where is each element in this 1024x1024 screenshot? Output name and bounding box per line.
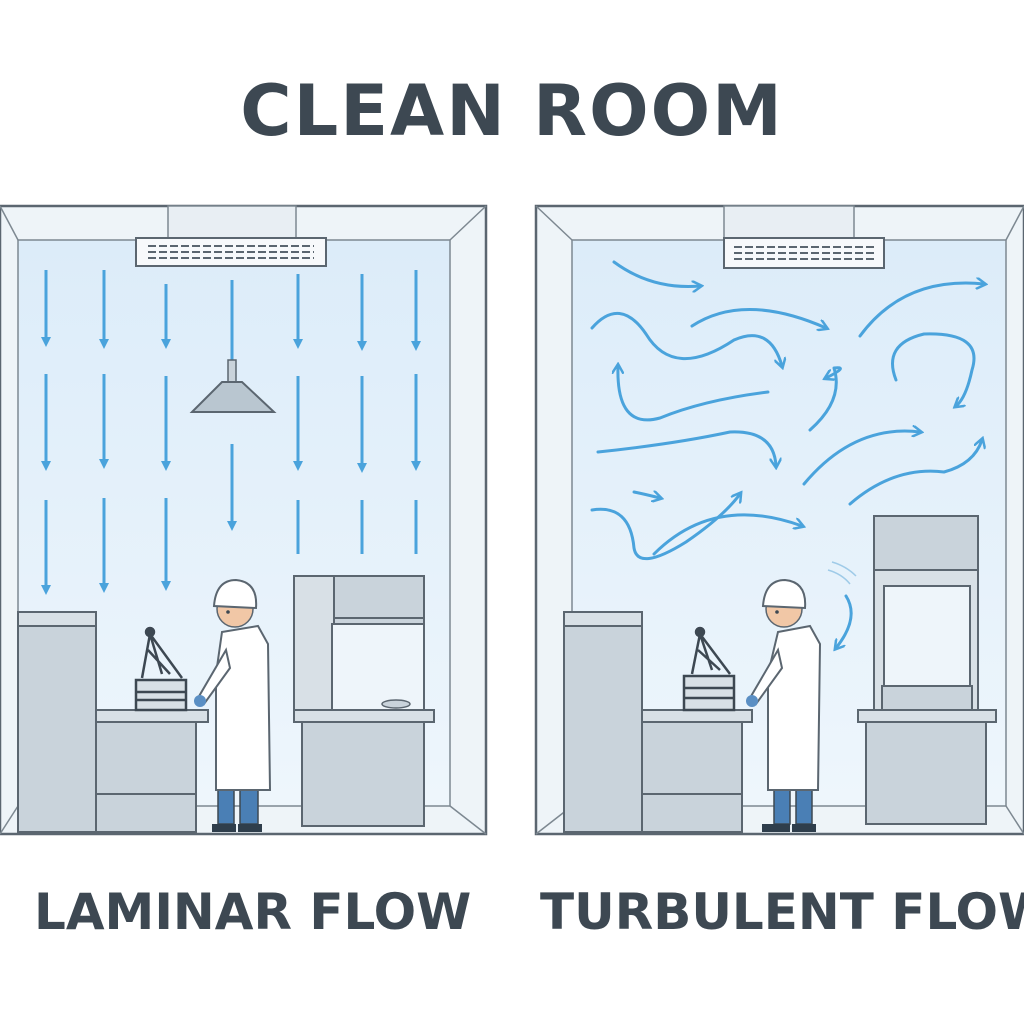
laminar-flow-caption: LAMINAR FLOW: [34, 883, 472, 941]
turbulent-flow-caption: TURBULENT FLOW: [540, 883, 1024, 941]
laminar-airflow-arrows: [41, 270, 421, 595]
storage-cabinet: [17, 611, 97, 833]
ceiling-vent: [135, 237, 327, 267]
turbulent-room-panel: [534, 204, 1024, 836]
laminar-room-panel: [0, 204, 490, 836]
workbench: [95, 709, 209, 833]
workbench: [641, 709, 753, 833]
technician: [746, 578, 822, 832]
diagram-title: CLEAN ROOM: [240, 70, 784, 152]
laminar-room-illustration: [0, 204, 488, 836]
technician: [194, 578, 272, 832]
turbulent-room-illustration: [534, 204, 1024, 836]
hanging-lamp: [189, 280, 277, 413]
lab-instrument: [682, 626, 736, 712]
lab-instrument: [134, 626, 188, 712]
turbulent-airflow-arrows: [590, 260, 984, 648]
fume-hood: [293, 575, 435, 827]
storage-cabinet: [563, 611, 643, 833]
ceiling-vent: [723, 237, 885, 269]
fume-hood: [857, 515, 997, 825]
